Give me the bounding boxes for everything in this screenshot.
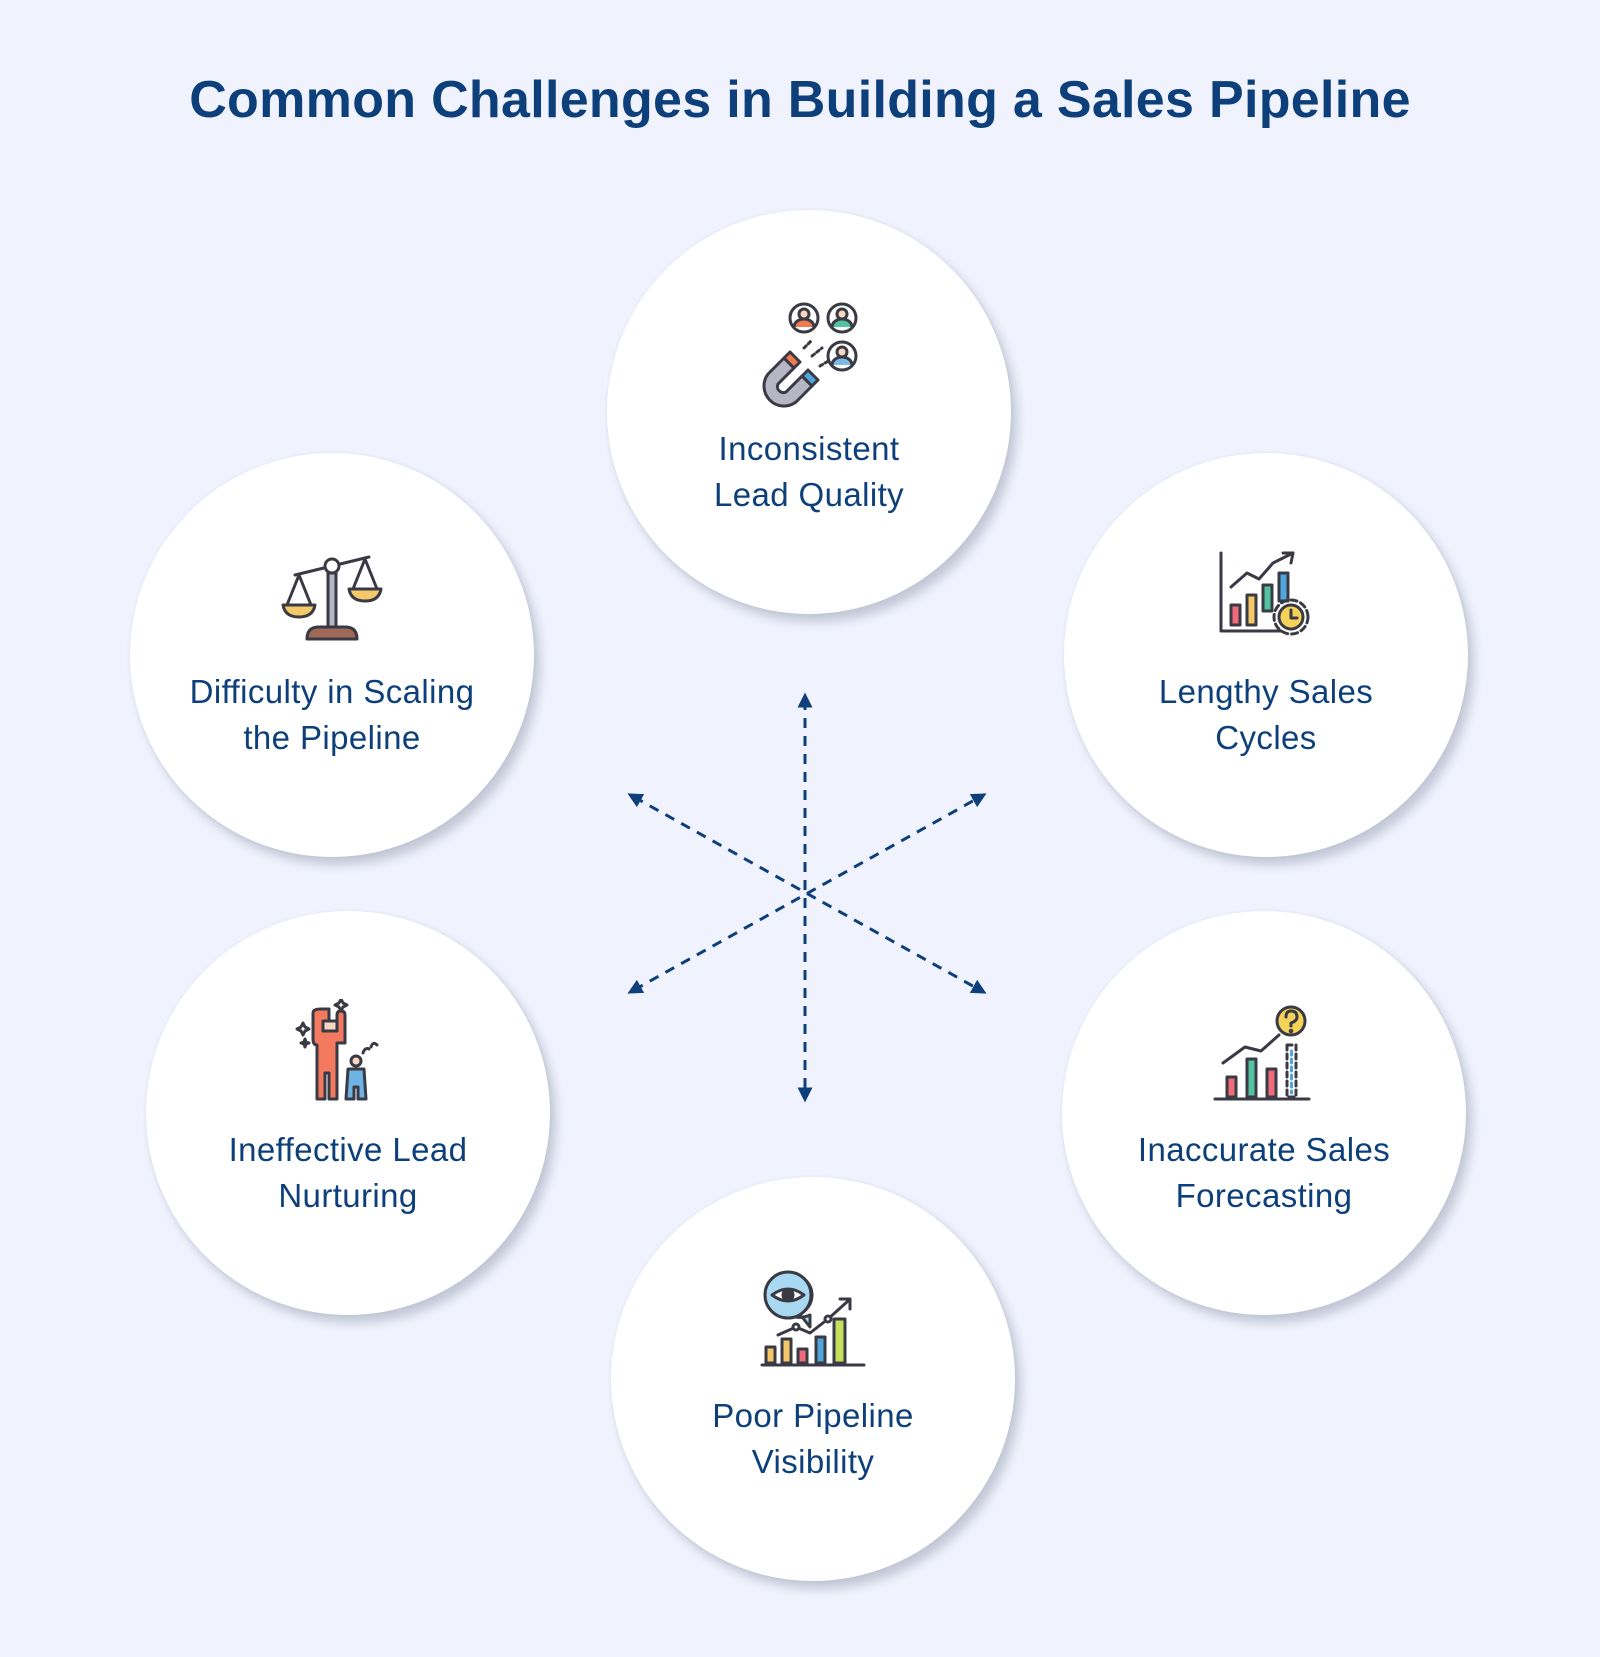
- challenge-title-line2: Lead Quality: [713, 476, 905, 513]
- challenge-title-line1: Inconsistent: [718, 430, 900, 467]
- challenge-title-line2: Visibility: [751, 1443, 875, 1480]
- challenge-title-line1: Inaccurate Sales: [1137, 1131, 1391, 1168]
- challenge-title-line2: the Pipeline: [243, 719, 421, 756]
- challenge-sales-cycles: Lengthy Sales Cycles: [1064, 453, 1468, 857]
- challenge-nurturing: Ineffective Lead Nurturing: [146, 911, 550, 1315]
- challenge-title-line1: Lengthy Sales: [1158, 673, 1374, 710]
- tall-and-small-person-icon: [293, 999, 403, 1109]
- challenge-title-line1: Ineffective Lead: [228, 1131, 468, 1168]
- challenge-title-line2: Cycles: [1215, 719, 1317, 756]
- balance-scale-icon: [277, 541, 387, 651]
- chart-question-icon: [1209, 999, 1319, 1109]
- magnet-people-icon: [754, 298, 864, 408]
- challenge-scaling: Difficulty in Scaling the Pipeline: [130, 453, 534, 857]
- challenge-title-line1: Difficulty in Scaling: [189, 673, 475, 710]
- challenge-title-line1: Poor Pipeline: [712, 1397, 914, 1434]
- eye-chart-icon: [758, 1265, 868, 1375]
- challenge-forecasting: Inaccurate Sales Forecasting: [1062, 911, 1466, 1315]
- page-title: Common Challenges in Building a Sales Pi…: [189, 71, 1411, 129]
- challenge-title-line2: Nurturing: [278, 1177, 418, 1214]
- challenge-visibility: Poor Pipeline Visibility: [611, 1177, 1015, 1581]
- challenge-title-line2: Forecasting: [1175, 1177, 1353, 1214]
- chart-clock-icon: [1211, 541, 1321, 651]
- challenge-lead-quality: Inconsistent Lead Quality: [607, 210, 1011, 614]
- arrow-diagonal-down-right: [627, 793, 987, 994]
